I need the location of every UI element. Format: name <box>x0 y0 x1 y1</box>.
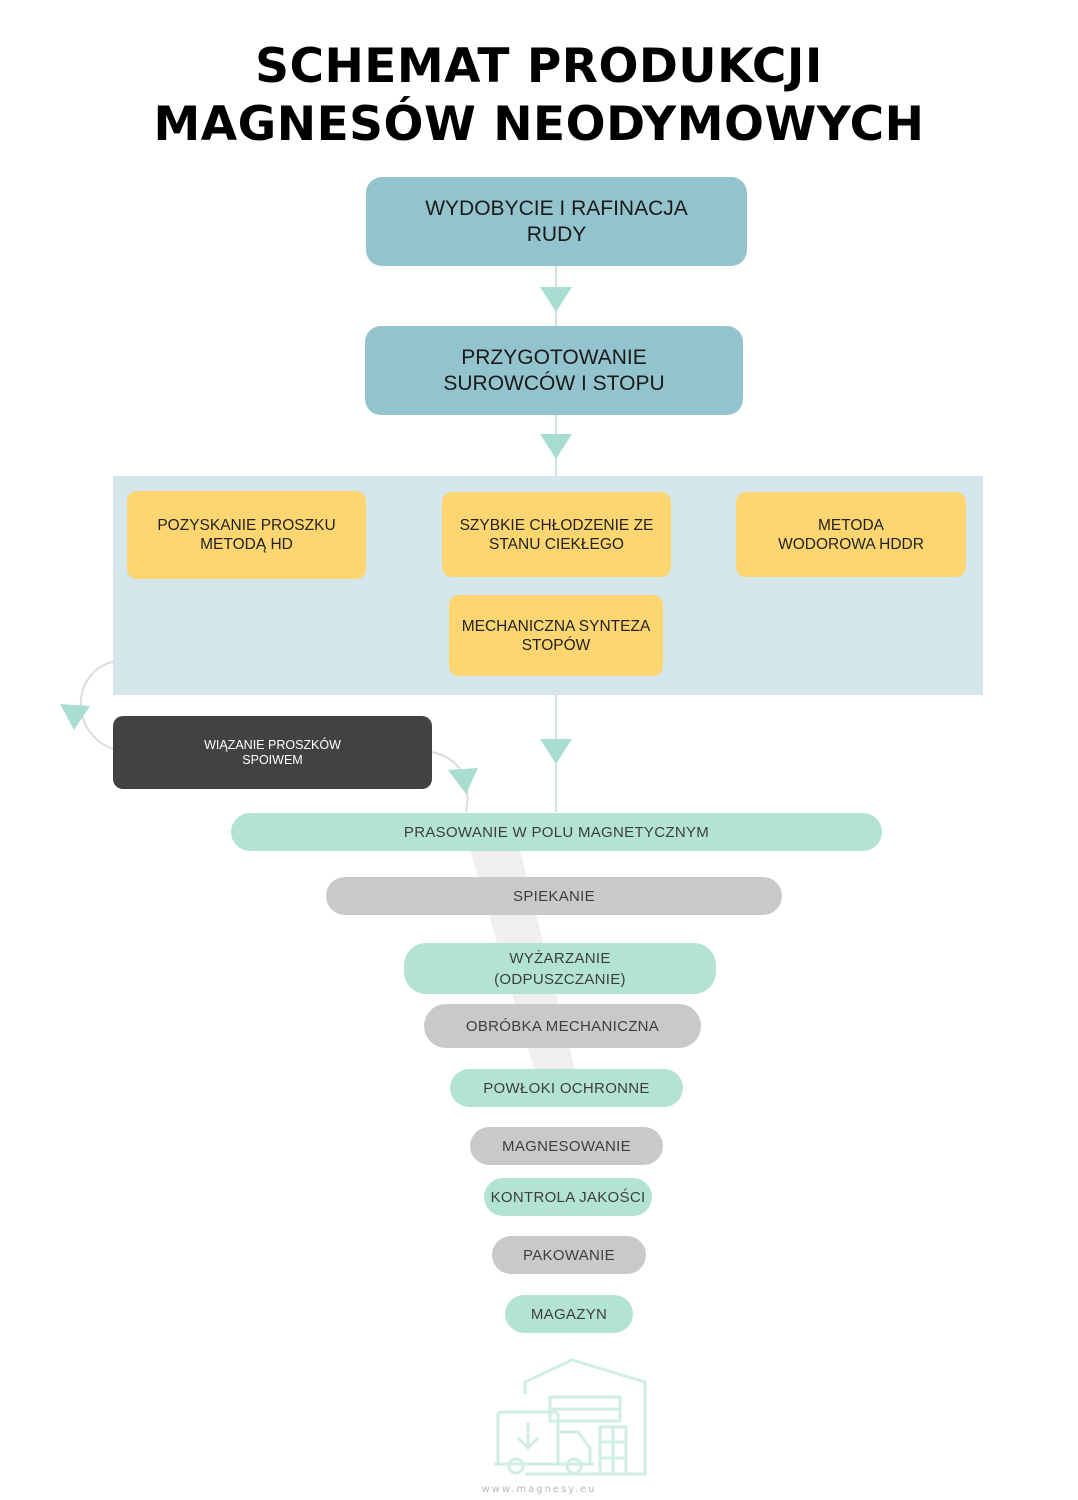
connector-curve <box>79 660 117 751</box>
pill-label: (ODPUSZCZANIE) <box>494 970 626 988</box>
method-label: WODOROWA HDDR <box>778 535 924 553</box>
method-label: METODĄ HD <box>200 536 293 553</box>
binding-label: SPOIWEM <box>242 752 303 767</box>
pill-sintering: SPIEKANIE <box>326 877 782 915</box>
pill-quality: KONTROLA JAKOŚCI <box>484 1178 652 1216</box>
pill-annealing: WYŻARZANIE (ODPUSZCZANIE) <box>404 943 716 994</box>
pill-machining: OBRÓBKA MECHANICZNA <box>424 1004 701 1048</box>
pill-label: KONTROLA JAKOŚCI <box>490 1188 646 1206</box>
arrow-down-icon <box>540 739 572 764</box>
arrow-down-icon <box>60 704 90 730</box>
step-label: WYDOBYCIE I RAFINACJA <box>425 196 688 220</box>
pill-warehouse: MAGAZYN <box>505 1295 633 1333</box>
method-hd-box: POZYSKANIE PROSZKU METODĄ HD <box>127 491 366 579</box>
pill-label: MAGNESOWANIE <box>502 1137 631 1155</box>
pill-pressing: PRASOWANIE W POLU MAGNETYCZNYM <box>231 813 882 851</box>
footer-url: www.magnesy.eu <box>481 1484 597 1495</box>
method-rapid-cooling-box: SZYBKIE CHŁODZENIE ZE STANU CIEKŁEGO <box>442 492 671 577</box>
method-label: MECHANICZNA SYNTEZA <box>461 617 651 635</box>
method-label: METODA <box>817 516 885 534</box>
binding-label: WIĄZANIE PROSZKÓW <box>204 737 341 752</box>
pill-label: MAGAZYN <box>530 1305 608 1323</box>
pill-label: WYŻARZANIE <box>509 949 611 967</box>
pill-label: POWŁOKI OCHRONNE <box>483 1079 650 1097</box>
pill-label: PRASOWANIE W POLU MAGNETYCZNYM <box>403 823 710 841</box>
binding-box: WIĄZANIE PROSZKÓW SPOIWEM <box>113 716 432 789</box>
method-label: POZYSKANIE PROSZKU <box>157 517 336 534</box>
arrow-down-icon <box>540 434 572 459</box>
method-label: STANU CIEKŁEGO <box>489 535 624 553</box>
pill-label: SPIEKANIE <box>513 887 595 905</box>
method-label: STOPÓW <box>521 636 591 654</box>
pill-coatings: POWŁOKI OCHRONNE <box>450 1069 683 1107</box>
pill-label: PAKOWANIE <box>523 1246 615 1264</box>
step-label: PRZYGOTOWANIE <box>461 345 647 369</box>
pill-packing: PAKOWANIE <box>492 1236 646 1274</box>
arrow-down-icon <box>448 768 478 794</box>
title-line-1: SCHEMAT PRODUKCJI <box>255 39 823 94</box>
step-label: SUROWCÓW I STOPU <box>443 371 665 395</box>
warehouse-truck-icon <box>494 1358 647 1476</box>
method-hddr-box: METODA WODOROWA HDDR <box>736 492 966 577</box>
arrow-down-icon <box>540 287 572 312</box>
step-label: RUDY <box>526 222 587 246</box>
method-label: SZYBKIE CHŁODZENIE ZE <box>459 516 654 534</box>
method-mechanical-box: MECHANICZNA SYNTEZA STOPÓW <box>449 595 663 676</box>
step-mining-box: WYDOBYCIE I RAFINACJA RUDY <box>366 177 747 266</box>
step-preparation-box: PRZYGOTOWANIE SUROWCÓW I STOPU <box>365 326 743 415</box>
pill-magnetizing: MAGNESOWANIE <box>470 1127 663 1165</box>
page-title: SCHEMAT PRODUKCJI MAGNESÓW NEODYMOWYCH <box>0 38 1078 154</box>
pill-label: OBRÓBKA MECHANICZNA <box>465 1017 660 1035</box>
title-line-2: MAGNESÓW NEODYMOWYCH <box>153 97 925 152</box>
